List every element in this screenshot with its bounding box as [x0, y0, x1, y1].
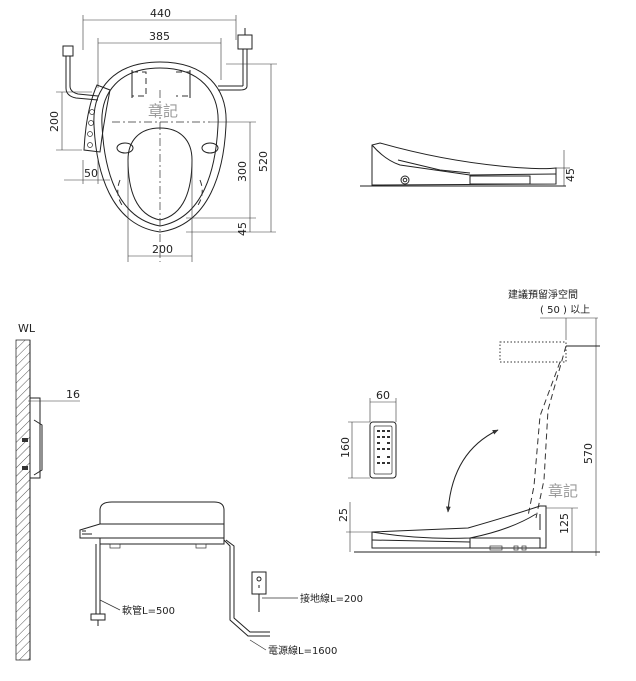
dimension-remote-width: 60 [369, 389, 397, 422]
dim-label-440: 440 [150, 7, 171, 20]
dim-label-200-side: 200 [48, 111, 61, 132]
dim-label-570: 570 [582, 443, 595, 464]
top-view: 440 385 [48, 7, 277, 262]
wall-label: WL [18, 322, 36, 335]
watermark-top: 章記 [148, 102, 178, 120]
seat-side [79, 501, 225, 549]
dimension-width-inner: 385 [97, 30, 222, 88]
dimension-total-length: 520 [226, 63, 277, 232]
dimension-bowl-length: 300 [210, 121, 256, 218]
dimension-front-offset: 45 [186, 217, 276, 236]
dimension-wall-gap: 16 [28, 388, 80, 402]
watermark-lid: 章記 [548, 482, 578, 500]
clearance-box [499, 341, 567, 363]
dimension-side-offset: 50 [64, 160, 110, 184]
dim-label-50: 50 [84, 167, 98, 180]
dimension-open-height: 570 [582, 443, 595, 464]
hose-label: 軟管L=500 [122, 604, 175, 617]
wall-bracket [22, 397, 43, 479]
dim-label-125: 125 [558, 513, 571, 534]
dim-label-520: 520 [257, 151, 270, 172]
ground-wire-label: 接地線L=200 [300, 592, 363, 605]
dim-label-16: 16 [66, 388, 80, 401]
dimension-bowl-width: 200 [127, 160, 193, 262]
clearance-note-line1: 建議預留淨空間 [508, 288, 578, 301]
water-hose: 軟管L=500 [90, 544, 175, 626]
dim-label-45-front: 45 [236, 222, 249, 236]
wall-hatch [15, 339, 31, 661]
power-plug [218, 28, 253, 91]
dimension-side-height: 45 [556, 150, 577, 186]
dimension-seat-height: 125 [546, 507, 578, 552]
side-control-panel [83, 84, 111, 153]
lid-raised-inner [527, 361, 561, 517]
remote-control: 60 160 [339, 389, 397, 479]
install-view: WL 16 [15, 322, 363, 661]
power-cord: 接地線L=200 電源線L=1600 [223, 539, 363, 657]
seat-closed-side [354, 505, 600, 553]
dimension-width-overall: 440 [82, 7, 237, 50]
dim-label-200-bottom: 200 [152, 243, 173, 256]
rotation-arrow [445, 429, 499, 513]
dim-label-160: 160 [339, 437, 352, 458]
water-inlet-pipe [62, 45, 99, 101]
power-cord-label: 電源線L=1600 [268, 644, 337, 657]
seat-outline [93, 61, 227, 262]
side-view: 45 [360, 142, 577, 187]
dimension-base-height: 25 [337, 502, 372, 552]
lid-open-view: 建議預留淨空間 ( 50 ) 以上 章記 570 [337, 288, 600, 556]
dimension-side-height: 200 [48, 91, 92, 151]
dim-label-60: 60 [376, 389, 390, 402]
lid-raised-outline [535, 345, 567, 519]
dim-label-300: 300 [236, 161, 249, 182]
clearance-note-line2: ( 50 ) 以上 [540, 304, 590, 316]
dimension-remote-height: 160 [339, 421, 370, 479]
dim-label-385: 385 [149, 30, 170, 43]
dim-label-25: 25 [337, 508, 350, 522]
dim-label-45-side: 45 [564, 168, 577, 182]
